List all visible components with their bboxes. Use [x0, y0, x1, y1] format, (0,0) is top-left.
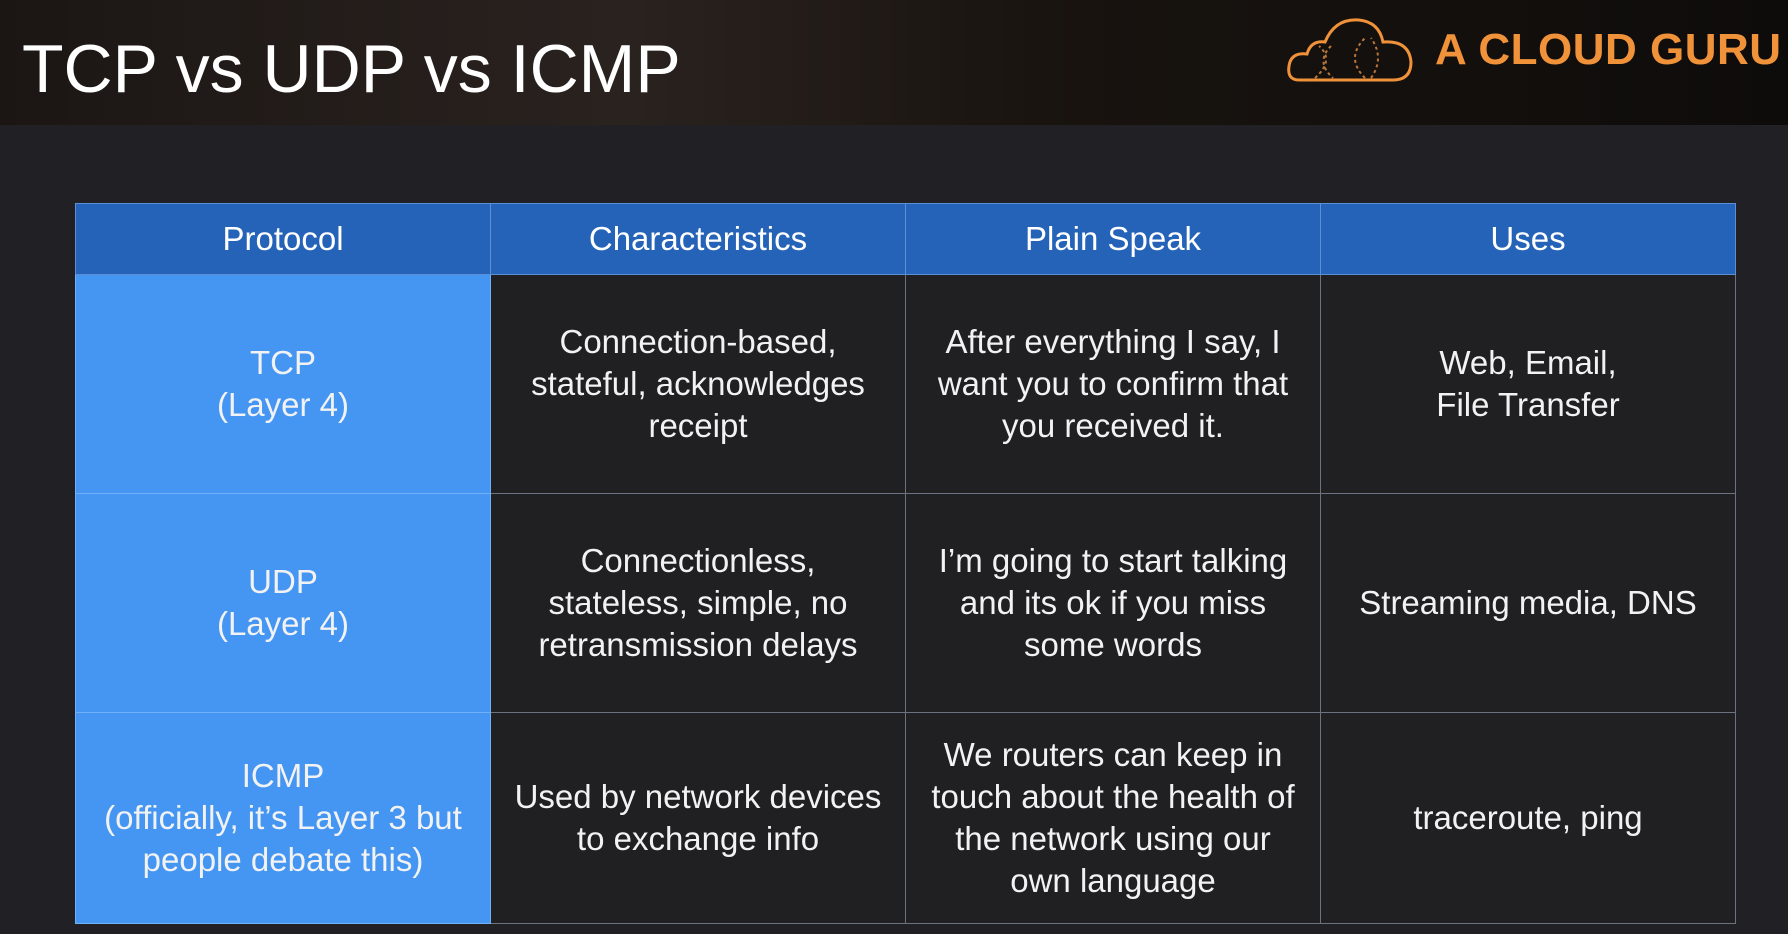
header-protocol: Protocol	[75, 203, 491, 275]
slide-header: TCP vs UDP vs ICMP A CLOUD GURU	[0, 0, 1788, 125]
cell-line: some words	[1024, 626, 1202, 663]
slide-title: TCP vs UDP vs ICMP	[22, 31, 681, 107]
protocol-cell: TCP (Layer 4)	[75, 274, 491, 494]
cell-line: the network using our	[955, 820, 1271, 857]
table-row-udp: UDP (Layer 4) Connectionless, stateless, s…	[75, 493, 1736, 713]
cell-line: After everything I say, I	[945, 323, 1281, 360]
protocol-cell: UDP (Layer 4)	[75, 493, 491, 713]
cell-line: stateful, acknowledges	[531, 365, 865, 402]
cell-line: TCP	[250, 344, 316, 381]
cell-line: (officially, it’s Layer 3 but	[104, 799, 462, 836]
plain-speak-cell: I’m going to start talking and its ok if …	[905, 493, 1321, 713]
cell-line: want you to confirm that	[937, 365, 1289, 402]
header-characteristics: Characteristics	[490, 203, 906, 275]
cell-line: traceroute, ping	[1413, 799, 1643, 836]
cell-line: and its ok if you miss	[959, 584, 1267, 621]
cell-line: to exchange info	[576, 820, 820, 857]
characteristics-cell: Connectionless, stateless, simple, no retr…	[490, 493, 906, 713]
uses-cell: Web, Email, File Transfer	[1320, 274, 1736, 494]
cell-line: Streaming media, DNS	[1359, 584, 1697, 621]
plain-speak-cell: After everything I say, I want you to con…	[905, 274, 1321, 494]
brand-logo: A CLOUD GURU	[1285, 10, 1782, 90]
plain-speak-cell: We routers can keep in touch about the he…	[905, 712, 1321, 924]
cell-line: File Transfer	[1436, 386, 1620, 423]
cell-line: ICMP	[241, 757, 325, 794]
table-row-tcp: TCP (Layer 4) Connection-based, stateful, …	[75, 274, 1736, 494]
cell-line: We routers can keep in	[943, 736, 1283, 773]
cell-line: Web, Email,	[1439, 344, 1617, 381]
cell-line: Connection-based,	[559, 323, 837, 360]
header-uses: Uses	[1320, 203, 1736, 275]
protocol-comparison-table: Protocol Characteristics Plain Speak Use…	[75, 203, 1736, 924]
cloud-logo-icon	[1287, 18, 1413, 82]
cell-line: UDP	[248, 563, 318, 600]
cell-line: stateless, simple, no	[548, 584, 848, 621]
cell-line: receipt	[648, 407, 748, 444]
cell-line: (Layer 4)	[216, 605, 350, 642]
cell-line: Connectionless,	[580, 542, 816, 579]
table-row-icmp: ICMP (officially, it’s Layer 3 but people …	[75, 712, 1736, 924]
characteristics-cell: Connection-based, stateful, acknowledges r…	[490, 274, 906, 494]
table-header-row: Protocol Characteristics Plain Speak Use…	[75, 203, 1736, 275]
brand-name: A CLOUD GURU	[1435, 25, 1782, 74]
uses-cell: Streaming media, DNS	[1320, 493, 1736, 713]
cell-line: you received it.	[1002, 407, 1224, 444]
cell-line: people debate this)	[142, 841, 424, 878]
characteristics-cell: Used by network devices to exchange info	[490, 712, 906, 924]
protocol-cell: ICMP (officially, it’s Layer 3 but people …	[75, 712, 491, 924]
uses-cell: traceroute, ping	[1320, 712, 1736, 924]
cell-line: (Layer 4)	[216, 386, 350, 423]
cell-line: I’m going to start talking	[938, 542, 1288, 579]
cell-line: own language	[1010, 862, 1216, 899]
cell-line: Used by network devices	[514, 778, 882, 815]
cell-line: retransmission delays	[538, 626, 858, 663]
cell-line: touch about the health of	[931, 778, 1295, 815]
header-plain-speak: Plain Speak	[905, 203, 1321, 275]
